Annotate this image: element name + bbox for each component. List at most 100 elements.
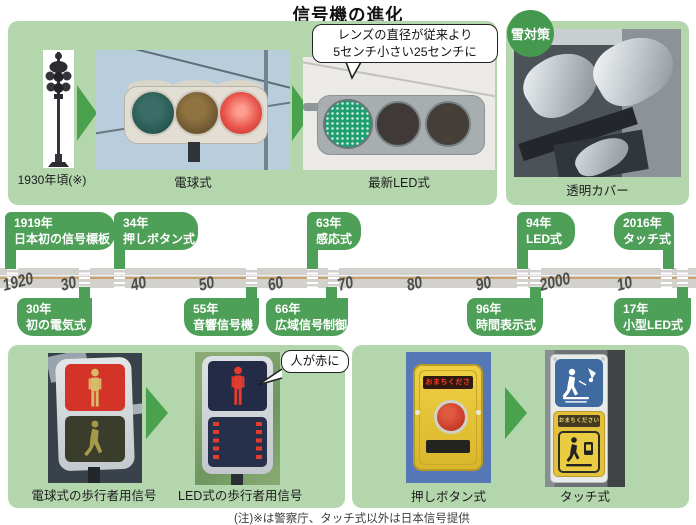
caption-led: 最新LED式 [368,176,430,190]
crosswalk-mark [530,268,541,288]
caption-touch: タッチ式 [559,490,610,504]
crosswalk-mark [307,268,318,288]
crosswalk-mark [79,268,90,288]
yellow-lens [174,90,220,136]
photo-push-button: おまちください [406,352,491,483]
event-year: 17年 [623,302,649,316]
event-label: LED式 [526,231,563,246]
event-2016-touch: 2016年 タッチ式 [614,212,674,250]
push-button-red [434,400,468,434]
snow-measure-badge: 雪対策 [507,10,554,57]
event-year: 63年 [316,216,342,230]
countdown-bars-left [213,422,219,462]
event-label: 広域信号制御 [275,317,348,332]
crosswalk-mark [677,268,688,288]
event-connector [517,249,528,269]
page-title: 信号機の進化 [292,5,404,25]
event-label: 時間表示式 [476,317,537,332]
red-person-callout-bubble: 人が赤に [281,350,349,373]
event-connector [307,249,318,269]
callout-line: 5センチ小さい25センチに [333,44,477,59]
label-plate [426,440,470,453]
crosswalk-mark [328,268,339,288]
crosswalk-mark [246,268,257,288]
event-connector [663,249,674,269]
event-label: 音響信号機 [193,317,254,332]
photo-1930-signal [43,50,74,168]
event-connector [246,287,257,299]
touch-pad-icon [566,437,593,467]
bottom-left-panel: 電球式の歩行者用信号 [8,345,349,508]
event-year: 66年 [275,302,301,316]
walking-person-icon [84,420,103,457]
caption-1930: 1930年頃(※) [17,173,87,187]
crosswalk-mark [114,268,125,288]
led-green-lens-lit [323,99,373,149]
event-label: 押しボタン式 [123,231,196,246]
event-connector [79,287,90,299]
mount [88,467,100,483]
countdown-screen [208,417,267,467]
event-connector [677,287,688,299]
event-year: 55年 [193,302,219,316]
arrow-right-icon [146,387,168,439]
caption-push-button: 押しボタン式 [410,490,486,504]
event-label: 初の電気式 [26,317,87,332]
button-inner-frame [419,370,477,465]
wire [303,59,495,100]
event-year: 96年 [476,302,502,316]
lens-callout-bubble: レンズの直径が従来より 5センチ小さい25センチに [312,24,498,64]
event-label: 小型LED式 [623,317,684,332]
led-red-stand-screen [208,361,267,411]
led-yellow-lens-off [375,101,421,147]
event-1966-wide-area: 66年 広域信号制御 [266,298,348,336]
caption-ped-bulb: 電球式の歩行者用信号 [31,489,157,503]
photo-led-signal [303,57,495,170]
event-year: 30年 [26,302,52,316]
callout-tail [345,61,362,80]
event-label: 感応式 [316,231,353,246]
event-1930-electric: 30年 初の電気式 [17,298,92,336]
event-1955-audio: 55年 音響信号機 [184,298,259,336]
event-label: 日本初の信号標板 [14,231,111,246]
caption-snow: 透明カバー [566,184,629,198]
photo-pedestrian-bulb [48,353,142,483]
event-1919-signboard: 1919年 日本初の信号標板 [5,212,115,250]
green-lens [130,90,176,136]
photo-touch-type: おまちください [545,350,625,487]
event-1994-led: 94年 LED式 [517,212,575,250]
standing-person-icon [231,366,244,405]
top-left-panel: 1930年頃(※) 電球式 最新LED [8,21,498,205]
countdown-bars-right [256,422,262,462]
photo-pedestrian-led [195,352,280,485]
event-year: 2016年 [623,216,662,230]
event-connector [326,287,337,299]
wait-display: おまちください [423,376,473,389]
callout-tail [257,368,283,386]
event-2017-small-led: 17年 小型LED式 [614,298,691,336]
red-lens-lit [218,90,264,136]
screw [601,357,605,361]
standing-person-icon [88,368,102,407]
callout-line: レンズの直径が従来より [337,28,473,42]
touch-wait-display: おまちください [558,415,600,427]
event-connector [5,249,16,269]
mount [303,103,321,111]
mount [188,142,200,162]
event-label: タッチ式 [623,231,672,246]
arrow-right-icon [77,85,97,141]
event-year: 1919年 [14,216,53,230]
source-note: (注)※は警察庁、タッチ式以外は日本信号提供 [234,513,470,525]
event-connector [114,249,125,269]
screw [553,357,557,361]
event-year: 94年 [526,216,552,230]
arrow-right-icon [505,387,527,439]
event-1934-pushbutton: 34年 押しボタン式 [114,212,198,250]
mount [231,474,243,485]
screw [415,410,420,415]
road-center-line [0,277,696,280]
blue-sign [555,359,603,407]
antique-signal-icon [45,52,72,167]
led-red-lens-off [425,101,471,147]
